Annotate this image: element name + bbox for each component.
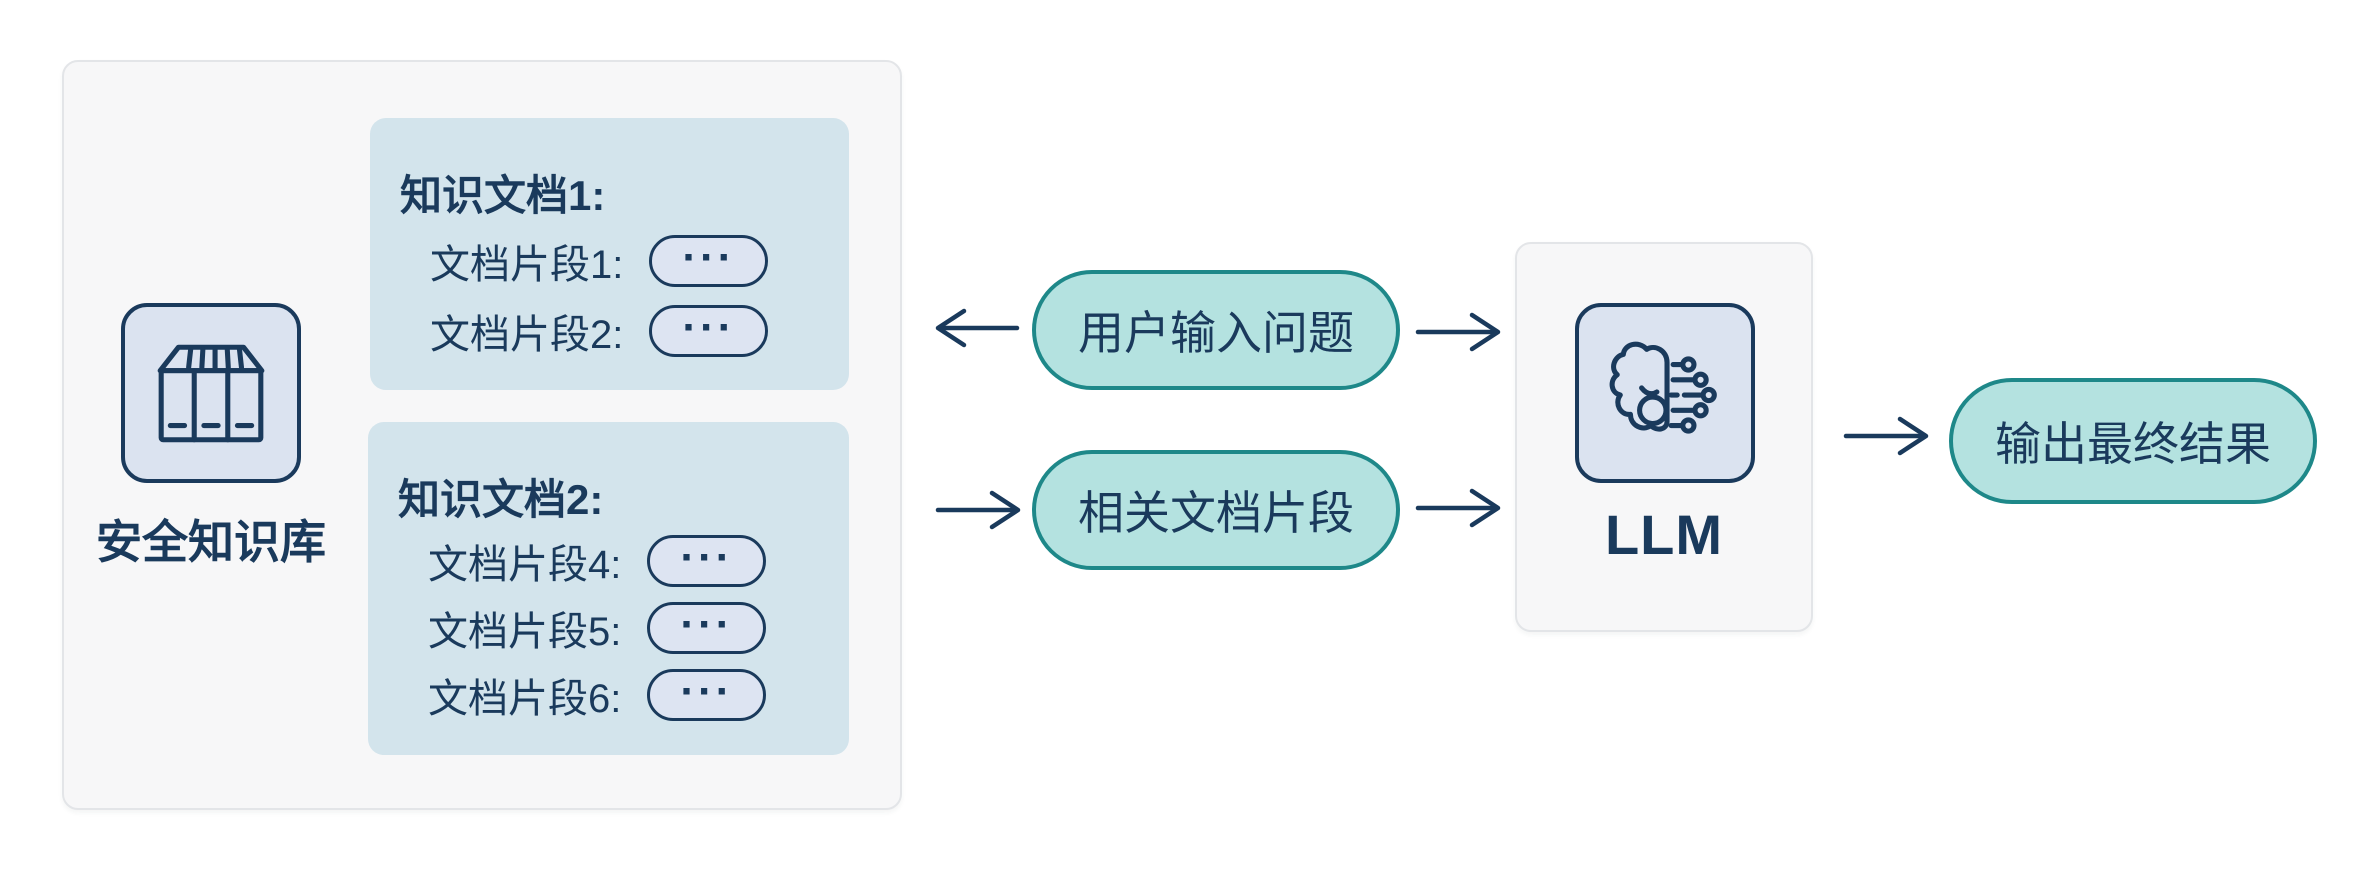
ellipsis-dots: ··· <box>680 667 734 716</box>
doc-title: 知识文档2: <box>398 476 604 523</box>
arrow-kb-to-fragments <box>935 490 1021 530</box>
llm-icon-tile <box>1575 303 1755 483</box>
fragment-ellipsis-pill: ··· <box>649 233 769 287</box>
fragment-row: 文档片段5: ··· <box>428 600 767 655</box>
arrow-query-to-kb <box>935 308 1020 348</box>
fragment-row: 文档片段6: ··· <box>428 667 767 722</box>
library-books-icon <box>157 344 265 443</box>
ellipsis-dots: ··· <box>680 533 734 582</box>
arrow-fragments-to-llm <box>1415 488 1501 528</box>
fragment-label: 文档片段5: <box>428 610 622 654</box>
knowledge-base-icon-tile <box>121 303 301 483</box>
fragment-row: 文档片段1: ··· <box>430 233 769 288</box>
llm-panel: LLM <box>1515 242 1813 632</box>
knowledge-base-panel: 知识文档1: 文档片段1: ··· 文档片段2: ··· 知识文档2: 文档片段… <box>62 60 902 810</box>
fragment-label: 文档片段6: <box>428 677 622 721</box>
fragment-label: 文档片段2: <box>430 313 624 357</box>
doc-title: 知识文档1: <box>400 172 606 219</box>
knowledge-doc-card-1: 知识文档1: 文档片段1: ··· 文档片段2: ··· <box>370 118 849 390</box>
fragment-row: 文档片段2: ··· <box>430 303 769 358</box>
fragment-ellipsis-pill: ··· <box>649 303 769 357</box>
output-result-pill: 输出最终结果 <box>1949 378 2317 504</box>
brain-circuit-icon <box>1609 341 1717 434</box>
user-query-pill: 用户输入问题 <box>1032 270 1400 390</box>
arrow-query-to-llm <box>1415 312 1501 352</box>
ellipsis-dots: ··· <box>680 600 734 649</box>
ellipsis-dots: ··· <box>682 233 736 282</box>
knowledge-doc-card-2: 知识文档2: 文档片段4: ··· 文档片段5: ··· 文档片段6: ··· <box>368 422 849 755</box>
ellipsis-dots: ··· <box>682 303 736 352</box>
fragment-ellipsis-pill: ··· <box>647 667 767 721</box>
arrow-llm-to-output <box>1843 416 1929 456</box>
llm-label: LLM <box>1604 503 1724 566</box>
related-fragments-pill: 相关文档片段 <box>1032 450 1400 570</box>
fragment-label: 文档片段4: <box>428 543 622 587</box>
fragment-label: 文档片段1: <box>430 243 624 287</box>
fragment-ellipsis-pill: ··· <box>647 600 767 654</box>
knowledge-base-label: 安全知识库 <box>96 516 326 568</box>
fragment-ellipsis-pill: ··· <box>647 533 767 587</box>
fragment-row: 文档片段4: ··· <box>428 533 767 588</box>
